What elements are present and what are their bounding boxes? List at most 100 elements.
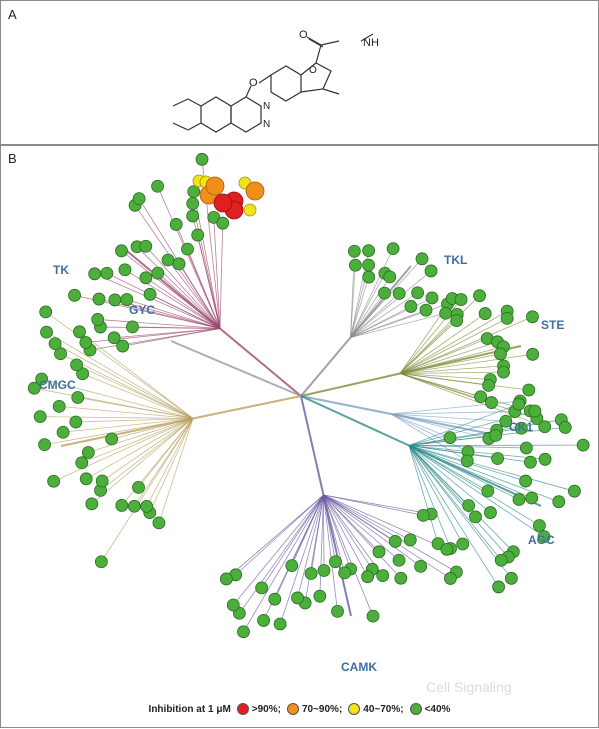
kinase-dot-lt40 <box>220 573 232 585</box>
kinase-dot-lt40 <box>76 457 88 469</box>
kinase-dot-lt40 <box>529 405 541 417</box>
kinase-dot-lt40 <box>92 313 104 325</box>
kinase-dot-lt40 <box>217 217 229 229</box>
kinase-dot-lt40 <box>577 439 589 451</box>
ether-o-text: O <box>249 77 258 89</box>
kinase-dot-lt40 <box>461 455 473 467</box>
twig <box>320 495 324 596</box>
kinase-dot-lt40 <box>485 397 497 409</box>
kinase-dot-70-90 <box>206 177 224 195</box>
kinase-dot-lt40 <box>86 498 98 510</box>
twig <box>324 495 411 540</box>
twig <box>77 365 193 419</box>
kinase-dot-lt40 <box>173 258 185 270</box>
kinase-dot-gt90 <box>214 194 232 212</box>
kinase-dot-lt40 <box>39 439 51 451</box>
kinase-dot-lt40 <box>48 475 60 487</box>
kinase-dot-lt40 <box>95 556 107 568</box>
kinase-dot-lt40 <box>520 475 532 487</box>
group-label-ck1: CK1 <box>509 420 533 434</box>
kinase-dot-lt40 <box>444 432 456 444</box>
twig <box>400 374 530 411</box>
kinase-dot-lt40 <box>109 294 121 306</box>
kinase-dot-lt40 <box>526 311 538 323</box>
branch-gyc <box>171 341 301 396</box>
twig <box>400 318 507 373</box>
kinase-dot-lt40 <box>108 332 120 344</box>
twig <box>239 495 323 613</box>
kinase-dot-lt40 <box>314 590 326 602</box>
kinase-dot-lt40 <box>80 473 92 485</box>
kinase-dot-40-70 <box>244 204 256 216</box>
legend-item-70-90: 70~90%; <box>287 703 342 715</box>
kinase-dot-lt40 <box>73 326 85 338</box>
twig <box>55 344 193 419</box>
kinase-dot-lt40 <box>539 421 551 433</box>
kinase-dot-lt40 <box>349 259 361 271</box>
kinase-dot-lt40 <box>128 500 140 512</box>
kinase-dot-lt40 <box>256 582 268 594</box>
kinase-dot-lt40 <box>329 556 341 568</box>
kinase-dot-lt40 <box>501 312 513 324</box>
kinase-dot-lt40 <box>417 509 429 521</box>
twig <box>159 419 193 523</box>
kinase-dot-lt40 <box>286 560 298 572</box>
kinase-dot-lt40 <box>378 287 390 299</box>
kinase-dot-lt40 <box>505 572 517 584</box>
kinase-dot-lt40 <box>495 554 507 566</box>
legend: Inhibition at 1 μM >90%; 70~90%; 40~70%;… <box>1 696 598 722</box>
kinase-dot-lt40 <box>89 268 101 280</box>
kinase-dot-lt40 <box>196 153 208 165</box>
kinase-dot-lt40 <box>116 245 128 257</box>
kinase-dot-lt40 <box>57 426 69 438</box>
twig <box>351 277 369 337</box>
twig <box>351 293 385 337</box>
twig <box>146 246 220 328</box>
kinase-dot-lt40 <box>377 570 389 582</box>
kinase-dot-lt40 <box>126 321 138 333</box>
kinase-dot-lt40 <box>416 253 428 265</box>
kinase-dot-lt40 <box>133 481 145 493</box>
kinase-dot-lt40 <box>140 240 152 252</box>
kinase-dot-lt40 <box>53 400 65 412</box>
kinase-dot-lt40 <box>412 287 424 299</box>
ring-n2-text: N <box>263 119 270 130</box>
kinase-dot-lt40 <box>444 572 456 584</box>
kinase-dot-lt40 <box>305 568 317 580</box>
carbonyl-o-text: O <box>299 29 308 41</box>
twig <box>220 223 223 328</box>
kinase-dot-lt40 <box>425 265 437 277</box>
legend-item-40-70: 40~70%; <box>348 703 403 715</box>
group-label-ste: STE <box>541 318 564 332</box>
twig <box>88 419 193 453</box>
kinase-dot-lt40 <box>363 245 375 257</box>
kinase-dot-lt40 <box>72 392 84 404</box>
kinase-dot-lt40 <box>70 416 82 428</box>
kinase-dot-lt40 <box>526 492 538 504</box>
legend-title: Inhibition at 1 μM <box>149 704 231 715</box>
kinase-dot-lt40 <box>119 264 131 276</box>
kinase-dot-lt40 <box>523 384 535 396</box>
kinase-dot-lt40 <box>455 294 467 306</box>
kinase-dots <box>28 153 589 637</box>
legend-label-70-90: 70~90%; <box>302 704 342 715</box>
red-dot-icon <box>237 703 249 715</box>
kinase-dot-lt40 <box>384 271 396 283</box>
kinase-dot-lt40 <box>162 254 174 266</box>
kinase-dot-lt40 <box>192 229 204 241</box>
kinase-dot-lt40 <box>153 517 165 529</box>
group-label-agc: AGC <box>528 533 555 547</box>
kinase-dot-lt40 <box>187 210 199 222</box>
panel-a: A NH O <box>0 0 599 145</box>
kinase-dot-lt40 <box>373 546 385 558</box>
kinase-dot-lt40 <box>404 534 416 546</box>
branch-ck1 <box>301 396 501 436</box>
kinase-dot-lt40 <box>513 398 525 410</box>
kinase-dot-lt40 <box>339 567 351 579</box>
twig <box>226 495 323 579</box>
group-label-gyc: GYC <box>129 303 155 317</box>
kinase-dot-lt40 <box>389 535 401 547</box>
twig <box>400 314 457 373</box>
legend-label-lt40: <40% <box>425 704 451 715</box>
